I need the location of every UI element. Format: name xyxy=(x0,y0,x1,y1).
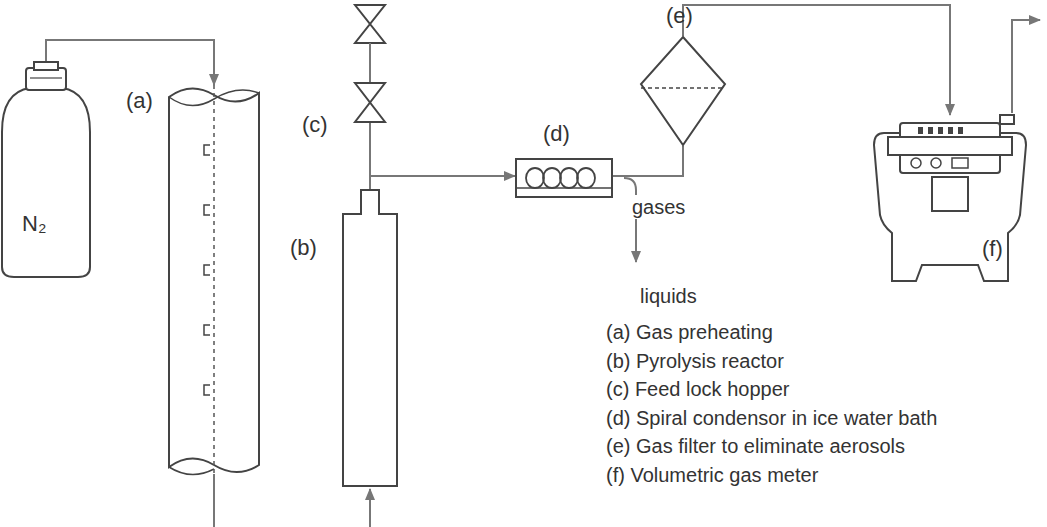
callout-letter: (d) xyxy=(543,122,570,146)
pipe-line xyxy=(213,474,215,527)
pyrolysis-reactor: (b) xyxy=(342,190,398,487)
callout-letter: (c) xyxy=(302,113,328,137)
callout-letter: (e) xyxy=(666,4,693,28)
callout-letter: (a) xyxy=(126,89,153,113)
gas-label: N₂ xyxy=(22,212,46,236)
flow-connector xyxy=(613,146,683,176)
aerosol-filter-outline xyxy=(640,36,726,146)
pipe-line xyxy=(369,489,371,527)
volumetric-gas-meter-outline xyxy=(870,115,1030,283)
spiral-condenser-outline xyxy=(515,158,613,198)
legend-note: (f) Volumetric gas meter xyxy=(604,463,820,487)
gas-cylinder: N₂ xyxy=(0,62,92,277)
pyrolysis-reactor-outline xyxy=(342,190,398,487)
callout-letter: (b) xyxy=(290,236,317,260)
callout-letter: (f) xyxy=(982,237,1003,261)
flow-connector xyxy=(46,40,214,85)
outlet-line xyxy=(1012,20,1040,113)
aerosol-filter: (e) xyxy=(640,36,726,146)
gas-cylinder-outline xyxy=(0,62,92,277)
lock-hopper-valves-outline xyxy=(354,5,386,123)
flow-connector xyxy=(370,176,515,190)
spiral-condenser: (d) xyxy=(515,158,613,198)
gas-preheater: (a) xyxy=(168,85,260,475)
lock-hopper-valves: (c) xyxy=(354,5,386,123)
legend-note: (b) Pyrolysis reactor xyxy=(604,349,786,373)
gas-preheater-outline xyxy=(168,85,260,475)
legend-note: (a) Gas preheating xyxy=(604,320,775,344)
legend-note: (d) Spiral condensor in ice water bath xyxy=(604,406,939,430)
liquid-drain xyxy=(624,178,636,262)
flow-connector xyxy=(683,5,950,115)
volumetric-gas-meter: (f) xyxy=(870,115,1030,283)
flow-label: liquids xyxy=(638,284,699,308)
flow-label: gases xyxy=(630,195,687,219)
legend-note: (c) Feed lock hopper xyxy=(604,377,791,401)
legend-note: (e) Gas filter to eliminate aerosols xyxy=(604,434,907,458)
